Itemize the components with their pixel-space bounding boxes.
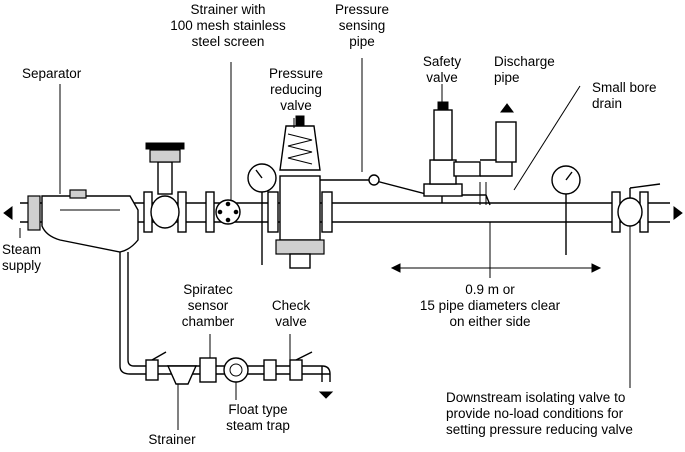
label-pressure-sensing-pipe: Pressure sensing pipe [334, 2, 390, 49]
safety-valve [423, 101, 481, 203]
pressure-sensing-pipe [320, 174, 491, 206]
label-safety-valve: Safety valve [422, 54, 462, 85]
upstream-pressure-gauge [247, 163, 277, 265]
label-small-bore-drain: Small bore drain [592, 80, 657, 111]
label-check-valve: Check valve [271, 298, 311, 329]
float-type-steam-trap-body [223, 357, 249, 383]
downstream-pressure-gauge [551, 165, 581, 255]
label-float-type-steam-trap: Float type steam trap [226, 402, 290, 433]
separator-drain-line [119, 252, 331, 382]
label-separator: Separator [22, 66, 82, 81]
check-valve-body [263, 359, 277, 381]
drain-flow-arrow [318, 391, 334, 399]
strainer-with-screen [205, 191, 241, 233]
spiratec-sensor-chamber-body [199, 357, 217, 383]
label-clearance: 0.9 m or 15 pipe diameters clear on eith… [419, 282, 561, 329]
label-strainer: Strainer [148, 432, 196, 447]
label-spiratec-sensor-chamber: Spiratec sensor chamber [181, 282, 235, 329]
drain-isolating-valve [145, 351, 167, 381]
label-steam-supply: Steam supply [2, 242, 42, 273]
discharge-arrow [500, 103, 514, 113]
trap-outlet-isolating-valve [289, 351, 313, 381]
small-bore-drain [479, 182, 487, 205]
inlet-globe-valve [143, 142, 187, 233]
pressure-reducing-valve-body [267, 115, 333, 269]
downstream-isolating-valve [611, 183, 661, 233]
label-strainer-with-screen: Strainer with 100 mesh stainless steel s… [170, 2, 286, 49]
clearance-dimension-arrow [390, 222, 602, 278]
separator-body [27, 189, 139, 253]
inlet-flow-arrow [3, 206, 13, 220]
leader-lines [19, 58, 631, 430]
label-pressure-reducing-valve: Pressure reducing valve [268, 66, 324, 113]
label-downstream-isolating-valve: Downstream isolating valve to provide no… [446, 390, 633, 437]
outlet-flow-arrow [673, 206, 683, 220]
drain-strainer [166, 365, 198, 385]
discharge-pipe [480, 121, 517, 177]
label-discharge-pipe: Discharge pipe [494, 54, 555, 85]
